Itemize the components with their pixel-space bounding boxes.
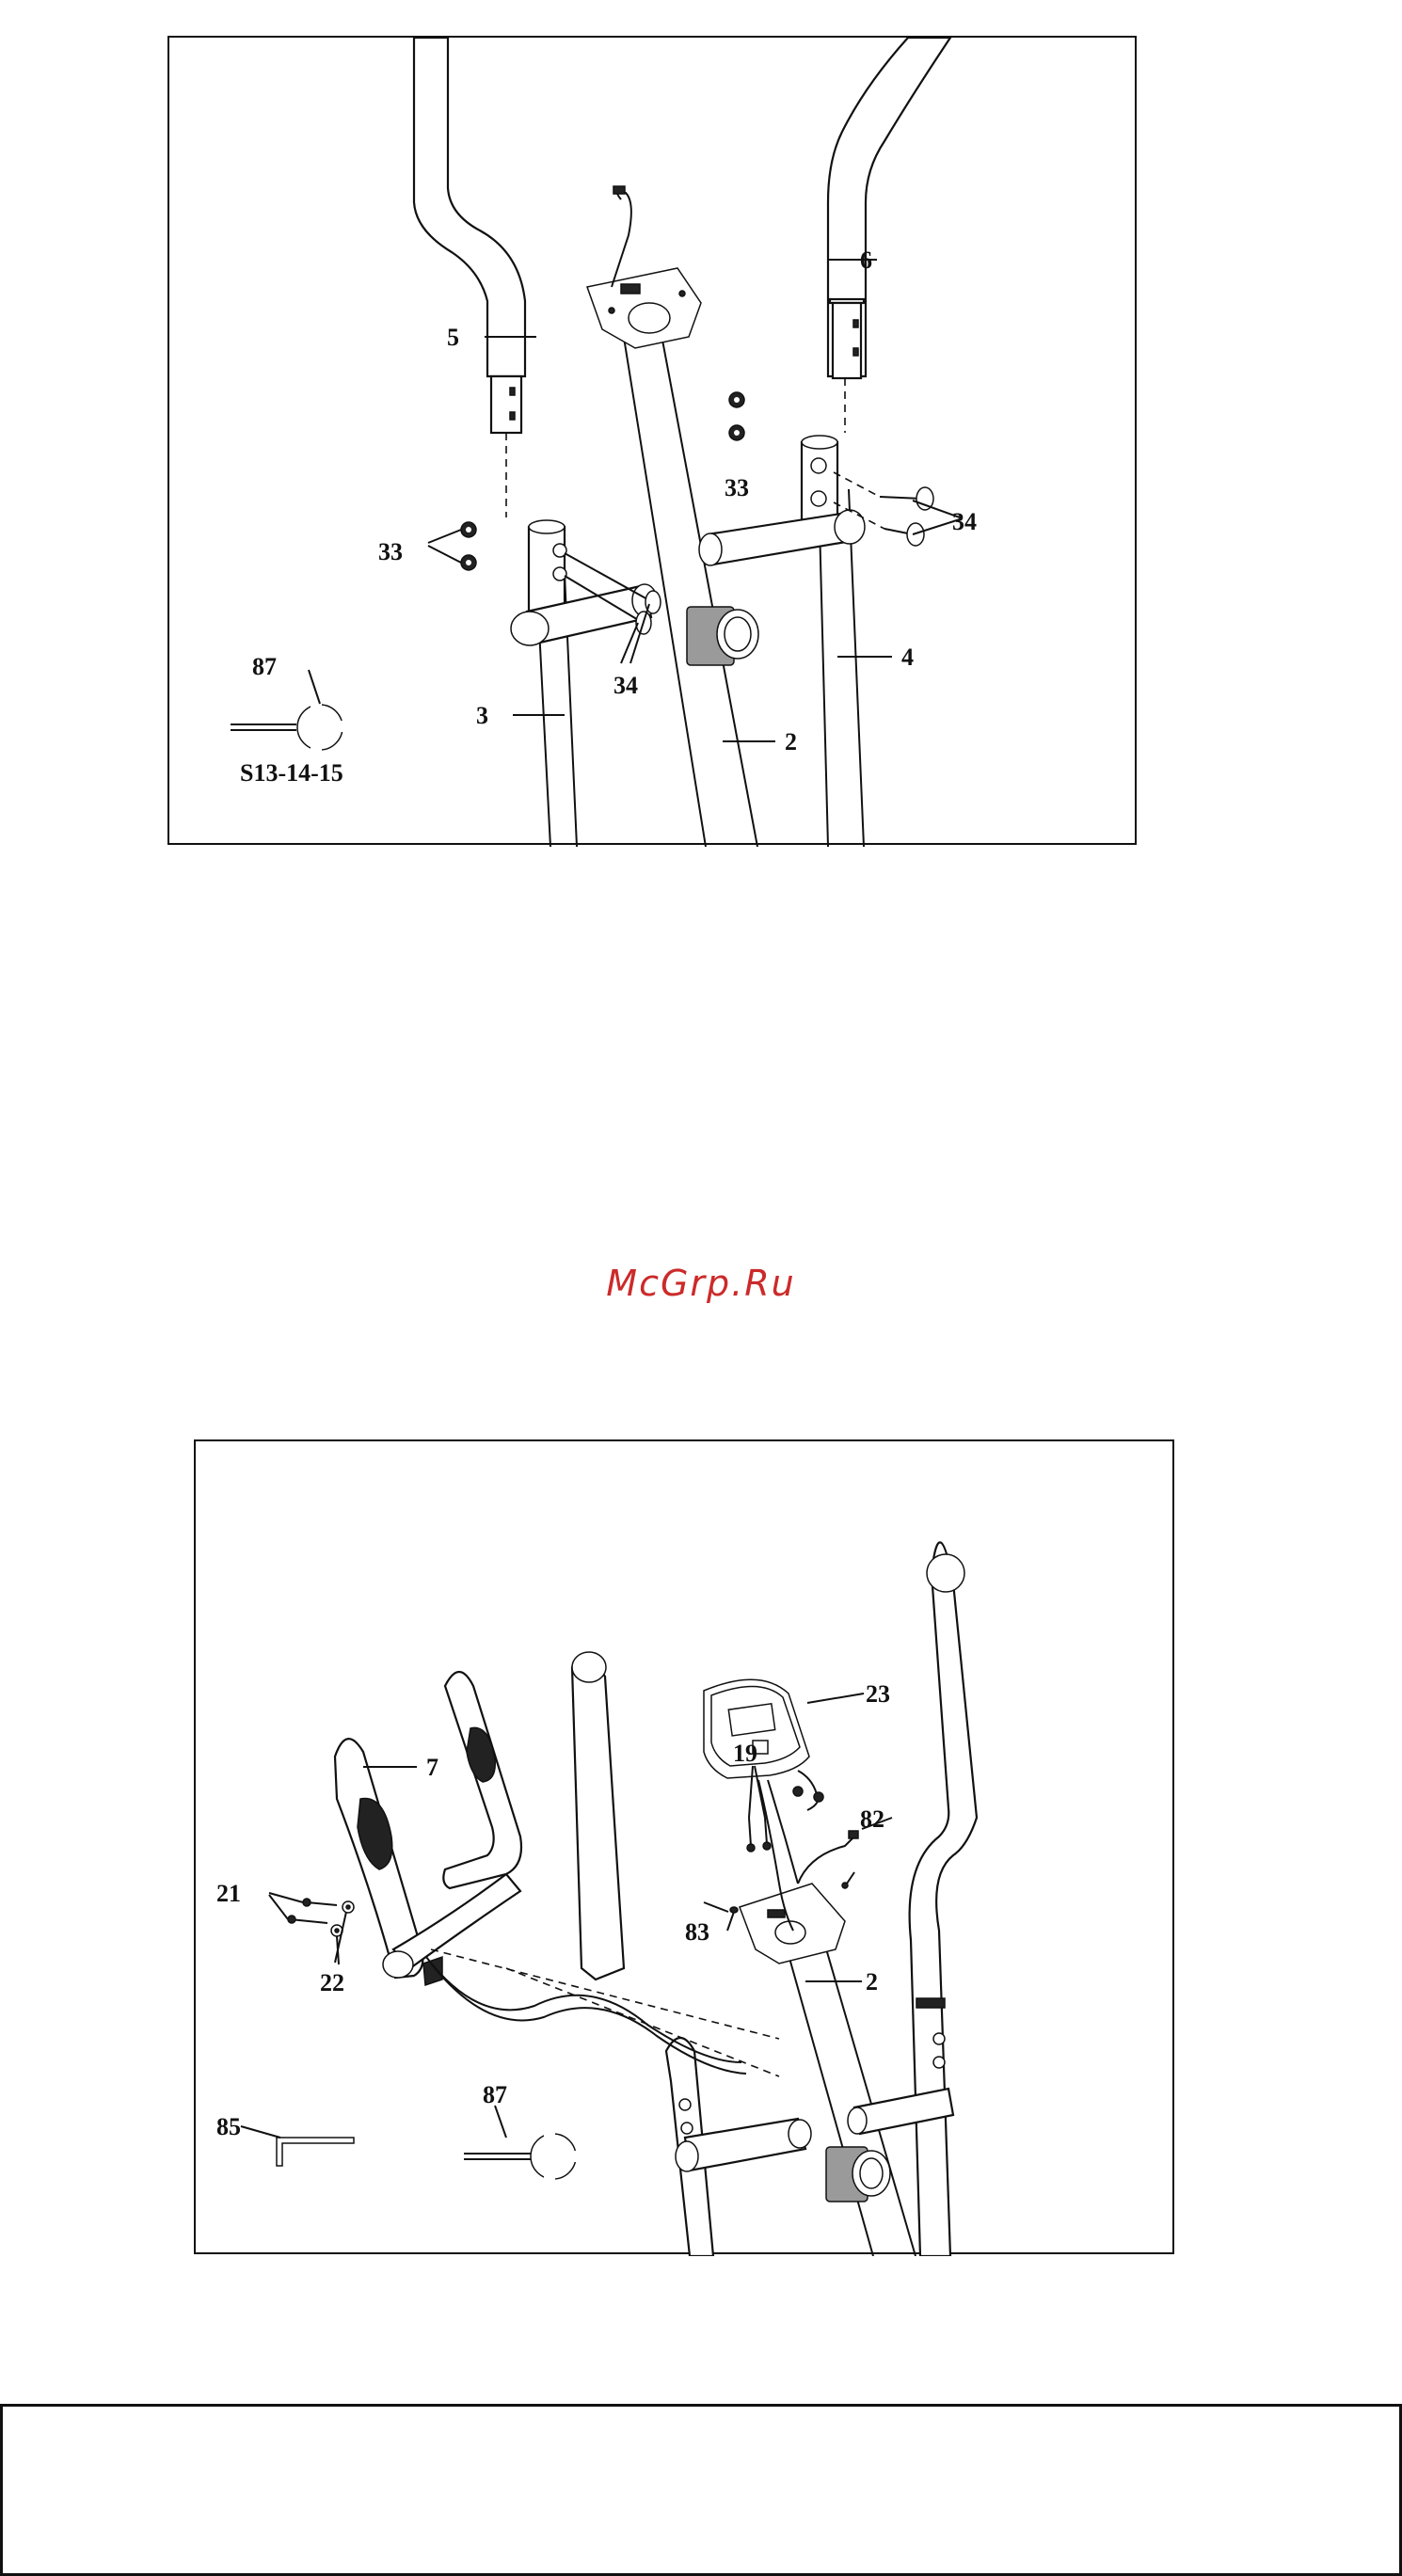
leader-line bbox=[309, 670, 320, 704]
leader-line bbox=[337, 1936, 339, 1964]
step-2-drawing: 7 23 19 82 21 22 83 2 85 87 bbox=[196, 1441, 1176, 2256]
label-part-2: 2 bbox=[785, 728, 797, 755]
right-handlebar bbox=[910, 1542, 977, 2256]
leader-line bbox=[241, 2126, 280, 2138]
leader-line bbox=[807, 1693, 864, 1703]
instruction-text-box bbox=[0, 2404, 1402, 2576]
label-part-19: 19 bbox=[733, 1740, 757, 1767]
label-part-34: 34 bbox=[952, 508, 977, 535]
label-part-23: 23 bbox=[866, 1680, 890, 1708]
label-part-2: 2 bbox=[866, 1968, 878, 1996]
part-23-console bbox=[704, 1679, 823, 1810]
label-part-33: 33 bbox=[725, 474, 749, 501]
label-part-82: 82 bbox=[860, 1805, 884, 1833]
part-85-allen-key bbox=[277, 2138, 354, 2166]
label-part-83: 83 bbox=[685, 1918, 709, 1946]
label-tool-size: S13-14-15 bbox=[240, 759, 343, 787]
lower-left-tube bbox=[666, 2038, 953, 2256]
label-part-34: 34 bbox=[613, 672, 638, 699]
label-part-6: 6 bbox=[860, 246, 872, 274]
part-87-wrench bbox=[231, 701, 348, 754]
watermark-text: McGrp.Ru bbox=[0, 1263, 1402, 1304]
leader-line bbox=[428, 546, 461, 563]
label-part-4: 4 bbox=[901, 644, 914, 671]
label-part-7: 7 bbox=[426, 1754, 438, 1781]
part-7-handlebars bbox=[335, 1672, 521, 1985]
leader-line bbox=[495, 2106, 506, 2138]
label-part-87: 87 bbox=[252, 653, 277, 680]
part-6-right-handlebar bbox=[828, 38, 950, 378]
label-part-5: 5 bbox=[447, 324, 459, 351]
label-part-33: 33 bbox=[378, 538, 403, 565]
label-part-21: 21 bbox=[216, 1880, 241, 1907]
leader-line bbox=[269, 1895, 288, 1919]
assembly-diagram-step-2: 7 23 19 82 21 22 83 2 85 87 bbox=[194, 1439, 1174, 2254]
part-2-center-mast bbox=[740, 1884, 916, 2256]
leader-line bbox=[621, 623, 638, 663]
part-82-sensor-wire bbox=[798, 1831, 858, 1888]
assembly-diagram-step-1: 5 6 33 33 34 34 87 S13-14-15 3 2 4 bbox=[167, 36, 1137, 845]
part-5-left-handlebar bbox=[414, 38, 525, 433]
label-part-87: 87 bbox=[483, 2081, 507, 2108]
label-part-3: 3 bbox=[476, 702, 488, 729]
part-87-wrench bbox=[464, 2130, 582, 2184]
center-upright bbox=[572, 1652, 624, 1980]
leader-line bbox=[428, 530, 461, 543]
leader-line bbox=[704, 1902, 728, 1912]
part-21-bolts bbox=[288, 1899, 337, 1923]
label-part-22: 22 bbox=[320, 1969, 344, 1996]
part-2-center-mast bbox=[587, 186, 758, 847]
label-part-85: 85 bbox=[216, 2113, 241, 2140]
part-83-screw bbox=[727, 1907, 738, 1931]
step-1-drawing: 5 6 33 33 34 34 87 S13-14-15 3 2 4 bbox=[169, 38, 1139, 847]
